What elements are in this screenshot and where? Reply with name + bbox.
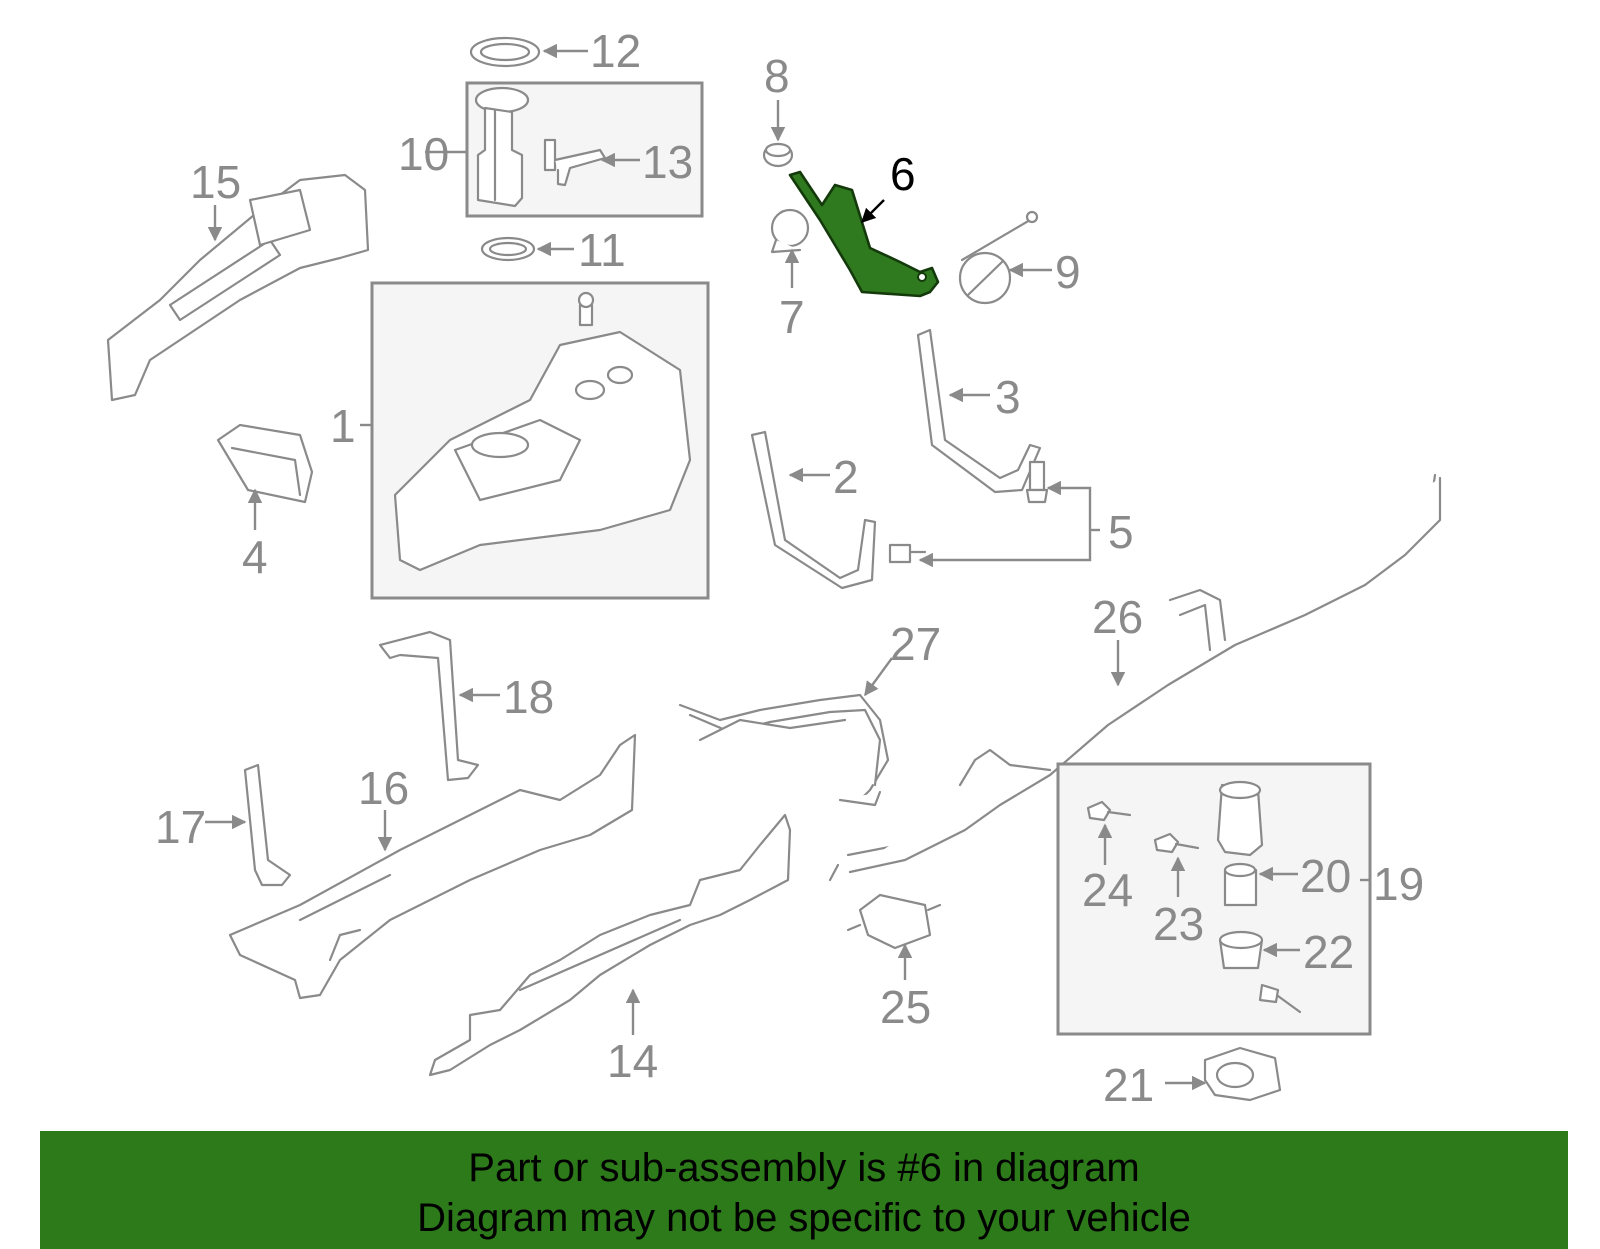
callout-12: 12 — [590, 25, 641, 77]
part-5-bolts — [888, 460, 1049, 564]
part-6-filler-pipe — [788, 170, 940, 298]
part-27-fuel-lines — [678, 693, 890, 807]
callout-14: 14 — [607, 1035, 658, 1087]
callout-2: 2 — [833, 451, 859, 503]
part-3-strap — [916, 328, 1042, 494]
callout-4: 4 — [242, 531, 268, 583]
callout-26: 26 — [1092, 591, 1143, 643]
part-11-seal — [480, 236, 536, 262]
part-1-fuel-tank — [393, 291, 692, 572]
callout-10: 10 — [398, 128, 449, 180]
part-12-gasket — [469, 36, 541, 68]
callout-1: 1 — [330, 400, 356, 452]
part-8-grommet — [762, 142, 794, 168]
callout-25: 25 — [880, 981, 931, 1033]
info-banner: Part or sub-assembly is #6 in diagram Di… — [40, 1131, 1568, 1249]
callout-20: 20 — [1300, 850, 1351, 902]
callout-19: 19 — [1373, 858, 1424, 910]
part-21-bracket — [1203, 1046, 1282, 1102]
part-16-skid-plate — [228, 733, 637, 1000]
part-20-filter-element — [1223, 862, 1258, 907]
banner-line-2: Diagram may not be specific to your vehi… — [417, 1196, 1191, 1240]
part-9-filler-door — [958, 210, 1039, 305]
callout-21: 21 — [1103, 1059, 1154, 1111]
callout-6: 6 — [890, 148, 916, 200]
part-14-side-shield — [428, 813, 792, 1077]
callout-3: 3 — [995, 371, 1021, 423]
part-2-strap — [750, 430, 877, 590]
callout-7: 7 — [779, 291, 805, 343]
callout-16: 16 — [358, 762, 409, 814]
part-10-fuel-sender — [474, 86, 530, 208]
callout-23: 23 — [1153, 898, 1204, 950]
part-4-pad — [216, 423, 314, 504]
callout-9: 9 — [1055, 246, 1081, 298]
callout-24: 24 — [1082, 864, 1133, 916]
part-24-bolt — [1086, 800, 1132, 822]
part-7-clamp — [770, 208, 810, 254]
banner-line-1: Part or sub-assembly is #6 in diagram — [468, 1146, 1140, 1190]
callout-18: 18 — [503, 671, 554, 723]
callout-15: 15 — [190, 156, 241, 208]
callout-11: 11 — [578, 224, 626, 276]
part-18-strap — [378, 630, 480, 782]
part-17-strap — [243, 763, 292, 887]
part-25-connector — [846, 893, 942, 950]
callout-22: 22 — [1303, 926, 1354, 978]
part-13-level-sensor — [543, 138, 607, 187]
callout-8: 8 — [764, 50, 790, 102]
part-26-fuel-line-assembly — [828, 473, 1442, 882]
part-19-filter-assembly — [1216, 780, 1264, 857]
callout-17: 17 — [155, 801, 206, 853]
callout-13: 13 — [642, 136, 693, 188]
part-23-bolt — [1153, 832, 1200, 854]
part-22-cap — [1218, 930, 1302, 1014]
callout-27: 27 — [890, 618, 941, 670]
callout-5: 5 — [1108, 506, 1134, 558]
part-15-heat-shield — [106, 173, 370, 402]
